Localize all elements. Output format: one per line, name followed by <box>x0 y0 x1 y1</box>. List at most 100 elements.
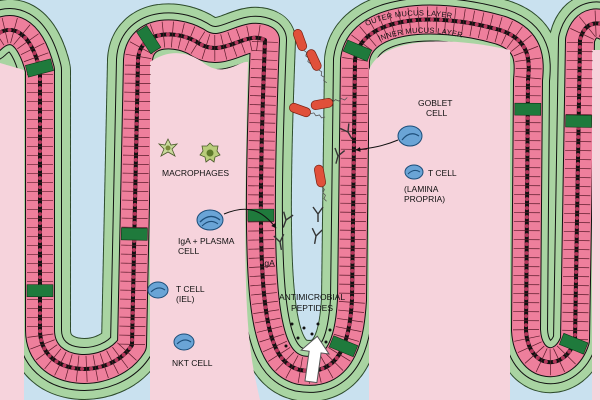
epithelial-nucleus <box>350 223 355 228</box>
epithelial-nucleus <box>328 362 333 367</box>
goblet-cell <box>26 284 54 297</box>
epithelial-nucleus <box>121 352 126 357</box>
epithelial-nucleus <box>351 160 356 165</box>
epithelial-nucleus <box>576 135 581 140</box>
epithelial-nucleus <box>465 20 470 25</box>
epithelial-nucleus <box>352 97 357 102</box>
epithelial-cell-border <box>20 42 45 56</box>
epithelial-cell-border <box>120 271 147 273</box>
epithelial-nucleus <box>567 349 572 354</box>
epithelial-nucleus <box>38 158 43 163</box>
epithelial-cell-border <box>190 31 206 54</box>
epithelial-nucleus <box>525 170 530 175</box>
bacteria <box>289 29 348 202</box>
epithelial-nucleus <box>135 94 140 99</box>
epithelial-nucleus <box>525 179 530 184</box>
epithelial-nucleus <box>351 169 356 174</box>
epithelial-nucleus <box>7 28 12 33</box>
epithelial-nucleus <box>134 121 139 126</box>
epithelial-nucleus <box>217 45 222 50</box>
epithelial-cell-border <box>435 6 438 33</box>
epithelial-nucleus <box>130 328 135 333</box>
amp-label-line1: ANTIMICROBIAL <box>279 292 345 302</box>
epithelial-nucleus <box>574 234 579 239</box>
epithelial-nucleus <box>350 250 355 255</box>
epithelial-nucleus <box>38 86 43 91</box>
epithelial-nucleus <box>135 58 140 63</box>
epithelial-nucleus <box>127 346 132 351</box>
epithelial-nucleus <box>132 220 137 225</box>
epithelial-cell-border <box>514 335 540 342</box>
epithelial-cell-border <box>250 283 277 287</box>
epithelial-nucleus <box>38 113 43 118</box>
epithelial-nucleus <box>132 202 137 207</box>
epithelial-nucleus <box>535 355 540 360</box>
epithelial-nucleus <box>352 133 357 138</box>
t-cell-lp-label-line3: PROPRIA) <box>404 194 445 204</box>
epithelial-nucleus <box>352 70 357 75</box>
epithelial-nucleus <box>525 143 530 148</box>
epithelial-nucleus <box>525 152 530 157</box>
epithelial-cell-border <box>594 10 597 37</box>
amp-secretion-arrow-icon <box>300 335 330 384</box>
epithelial-nucleus <box>589 22 594 27</box>
epithelial-nucleus <box>261 71 266 76</box>
epithelial-nucleus <box>377 27 382 32</box>
epithelial-cell-border <box>249 104 276 106</box>
epithelial-nucleus <box>525 80 530 85</box>
epithelial-nucleus <box>106 362 111 367</box>
epithelial-cell-border <box>124 73 151 76</box>
plasma-cell-icon <box>196 209 224 231</box>
epithelial-nucleus <box>573 332 578 337</box>
epithelial-nucleus <box>524 233 529 238</box>
epithelial-nucleus <box>259 161 264 166</box>
epithelial-cell-border <box>251 292 277 296</box>
epithelial-nucleus <box>320 366 325 371</box>
epithelial-nucleus <box>574 261 579 266</box>
epithelial-cell-border <box>297 357 303 383</box>
epithelial-nucleus <box>199 42 204 47</box>
epithelial-nucleus <box>133 166 138 171</box>
epithelial-nucleus <box>260 125 265 130</box>
epithelial-nucleus <box>351 187 356 192</box>
epithelial-cell-border <box>248 239 275 241</box>
epithelial-nucleus <box>133 157 138 162</box>
epithelial-cell-border <box>249 274 276 278</box>
epithelial-cell-border <box>249 122 276 124</box>
epithelial-nucleus <box>259 170 264 175</box>
epithelial-nucleus <box>97 364 102 369</box>
epithelial-nucleus <box>259 251 264 256</box>
epithelial-nucleus <box>394 21 399 26</box>
epithelial-nucleus <box>131 283 136 288</box>
epithelial-nucleus <box>575 198 580 203</box>
epithelial-nucleus <box>38 122 43 127</box>
epithelial-nucleus <box>575 171 580 176</box>
epithelial-cell-border <box>122 163 149 165</box>
epithelial-nucleus <box>261 89 266 94</box>
bacterium-icon <box>314 164 327 202</box>
epithelial-nucleus <box>38 239 43 244</box>
epithelial-cell-border <box>121 208 148 210</box>
epithelial-nucleus <box>133 175 138 180</box>
epithelial-nucleus <box>38 320 42 325</box>
epithelial-cell-border <box>535 348 548 373</box>
epithelial-nucleus <box>258 224 263 229</box>
epithelial-nucleus <box>500 29 505 34</box>
epithelial-nucleus <box>38 149 43 154</box>
epithelial-nucleus <box>385 23 390 28</box>
epithelial-nucleus <box>524 323 529 328</box>
basement-membrane-shadow <box>0 17 600 373</box>
epithelial-nucleus <box>524 260 529 265</box>
epithelial-nucleus <box>114 358 119 363</box>
epithelial-cell-border <box>122 199 149 201</box>
epithelial-nucleus <box>134 148 139 153</box>
epithelial-nucleus <box>135 103 140 108</box>
epithelial-cell-border <box>259 333 285 343</box>
epithelial-cell-border <box>359 26 377 47</box>
epithelial-cell-border <box>0 38 5 46</box>
epithelial-nucleus <box>575 207 580 212</box>
t-cell-lp-label-line2: (LAMINA <box>404 184 439 194</box>
epithelial-nucleus <box>131 256 136 261</box>
epithelial-nucleus <box>350 241 355 246</box>
